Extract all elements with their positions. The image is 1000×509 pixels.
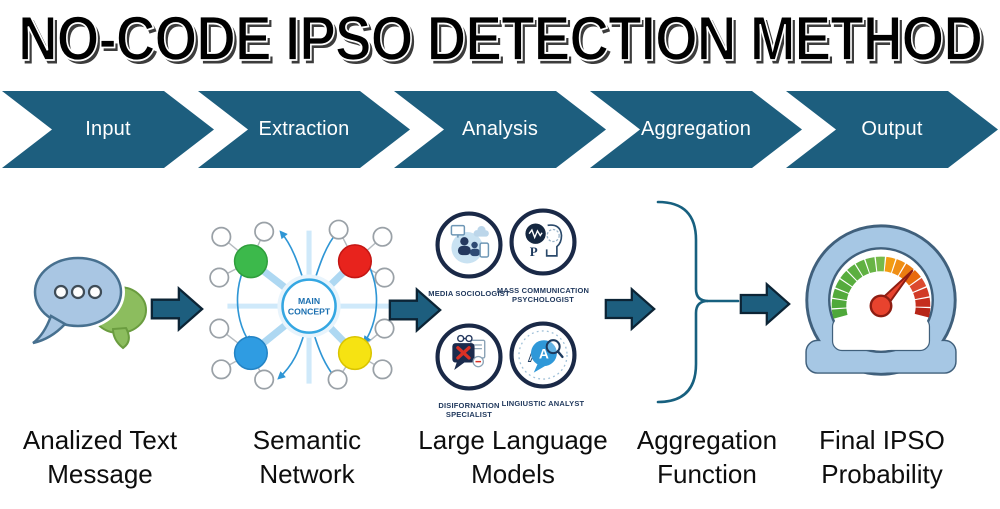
linguistic-analyst-icon: A A [509, 321, 577, 389]
stage-chevron-analysis: Analysis [394, 91, 606, 168]
red-node [337, 244, 373, 279]
stage-chevron-output: Output [786, 91, 998, 168]
stage-label: Output [861, 118, 923, 140]
blue-node [233, 335, 268, 371]
llm-badge-linguistic-analyst: A A LINGIUSTIC ANALYST [495, 318, 591, 408]
flow-arrow-icon [604, 286, 656, 332]
pipeline-stages: Input Extraction Analysis Aggregation Ou… [0, 91, 1000, 168]
dot-icon [87, 284, 103, 300]
page-title: NO-CODE IPSO DETECTION METHOD [17, 2, 984, 75]
dot-icon [70, 284, 86, 300]
caption-line: Analized Text [22, 425, 178, 455]
caption-line: Final IPSO [819, 425, 945, 455]
stage-chevron-extraction: Extraction [198, 91, 410, 168]
caption-analized-text-message: Analized Text Message [0, 424, 205, 492]
stage-chevron-input: Input [2, 91, 214, 168]
main-concept-label-1: MAIN [298, 296, 320, 306]
svg-text:A: A [539, 346, 549, 362]
caption-line: Probability [821, 458, 943, 489]
llm-badge-mass-communication-psychologist: P MASS COMMUNICATION PSYCHOLOGIST [495, 205, 591, 305]
caption-line: Models [471, 458, 555, 489]
flow-arrow-icon [388, 286, 442, 334]
caption-line: Semantic [252, 425, 362, 455]
gauge-icon [805, 224, 957, 376]
blue-bubble [32, 256, 123, 345]
caption-final-ipso-probability: Final IPSO Probability [777, 424, 987, 492]
caption-line: Aggregation [636, 425, 778, 455]
llm-badge-label: LINGIUSTIC ANALYST [501, 399, 585, 408]
caption-semantic-network: Semantic Network [202, 424, 412, 492]
media-sociologist-icon [435, 211, 503, 279]
stage-label: Extraction [258, 118, 350, 140]
satellite-nodes [209, 219, 395, 390]
llm-badge-label: MASS COMMUNICATION PSYCHOLOGIST [496, 286, 590, 305]
stage-label: Analysis [461, 118, 539, 140]
psychologist-icon: P [509, 208, 577, 276]
caption-line: Large Language [418, 425, 608, 455]
main-concept-label-2: CONCEPT [288, 306, 331, 316]
dot-icon [53, 284, 69, 300]
chat-bubbles-icon [30, 254, 147, 350]
green-node [233, 244, 268, 279]
llm-badge-disinformation-specialist: DISIFORNATION SPECIALIST [421, 320, 517, 420]
svg-text:P: P [530, 244, 538, 259]
llm-badge-label: MEDIA SOCIOLOGIST [428, 289, 510, 298]
stage-chevron-aggregation: Aggregation [590, 91, 802, 168]
stage-label: Aggregation [640, 118, 752, 140]
gauge-hub [869, 294, 893, 318]
caption-line: Network [259, 458, 355, 489]
disinformation-specialist-icon [435, 323, 503, 391]
gauge-segments [831, 256, 931, 319]
aggregation-brace-icon [656, 200, 740, 404]
stage-label: Input [85, 118, 131, 140]
semantic-network-icon: MAIN CONCEPT [209, 219, 395, 390]
yellow-node [337, 335, 373, 371]
llm-badge-label: DISIFORNATION SPECIALIST [438, 401, 500, 420]
caption-line: Message [47, 458, 153, 489]
llm-badges: MEDIA SOCIOLOGIST P MASS COMMUNICATION P… [421, 205, 604, 420]
flow-arrow-icon [739, 281, 791, 327]
caption-aggregation-function: Aggregation Function [602, 424, 812, 492]
flow-arrow-icon [150, 285, 204, 333]
llm-badge-media-sociologist: MEDIA SOCIOLOGIST [421, 208, 517, 298]
main-concept-node [281, 278, 337, 334]
caption-line: Function [657, 458, 757, 489]
caption-large-language-models: Large Language Models [408, 424, 618, 492]
